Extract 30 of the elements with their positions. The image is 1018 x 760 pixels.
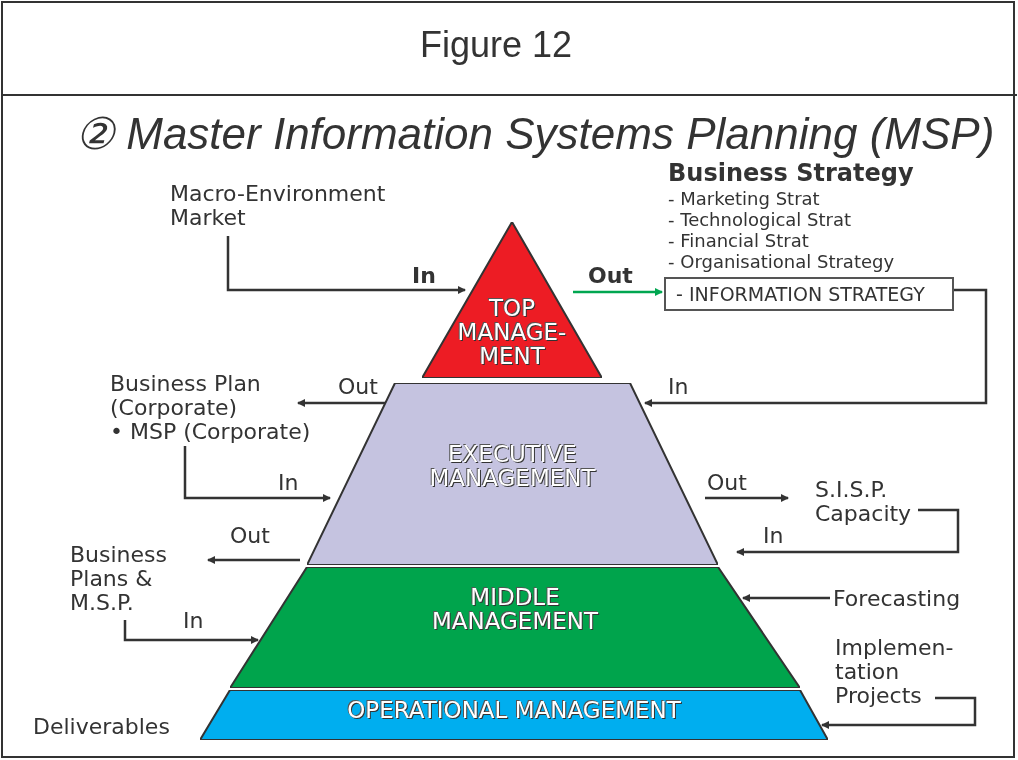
tier-label: MIDDLE MANAGEMENT: [430, 585, 600, 633]
node-label: • MSP (Corporate): [110, 420, 312, 444]
figure-caption: Figure 12: [420, 24, 573, 66]
text-label: - Technological Strat: [668, 210, 851, 230]
arrow: [207, 556, 300, 564]
node-label: Business Plan (Corporate): [110, 372, 262, 420]
diagram-title: ② Master Information Systems Planning (MSP): [75, 108, 995, 159]
text-label: - Financial Strat: [668, 231, 809, 251]
text-label: - Marketing Strat: [668, 189, 820, 209]
node-label: Business Plans & M.S.P.: [70, 543, 180, 615]
node-label: S.I.S.P. Capacity: [815, 478, 925, 526]
tier-label: EXECUTIVE MANAGEMENT: [428, 442, 597, 490]
node-label: Macro-Environment Market: [170, 182, 410, 230]
tier-label: OPERATIONAL MANAGEMENT: [346, 698, 682, 722]
node-label: Forecasting: [833, 587, 973, 611]
text-label: Deliverables: [33, 715, 170, 739]
arrow: [742, 594, 830, 602]
arrow: [644, 288, 988, 407]
arrow: [736, 508, 960, 556]
arrow: [573, 288, 663, 296]
arrow: [183, 446, 331, 502]
arrow: [226, 236, 466, 294]
arrow: [297, 399, 386, 407]
strategy-box: - INFORMATION STRATEGY: [664, 277, 954, 311]
heading: Business Strategy: [668, 160, 914, 186]
arrow: [705, 494, 789, 502]
arrow: [123, 620, 259, 644]
node-label: Implemen- tation Projects: [835, 636, 955, 708]
arrow: [821, 696, 977, 729]
tier-label: TOP MANAGE- MENT: [456, 296, 568, 368]
